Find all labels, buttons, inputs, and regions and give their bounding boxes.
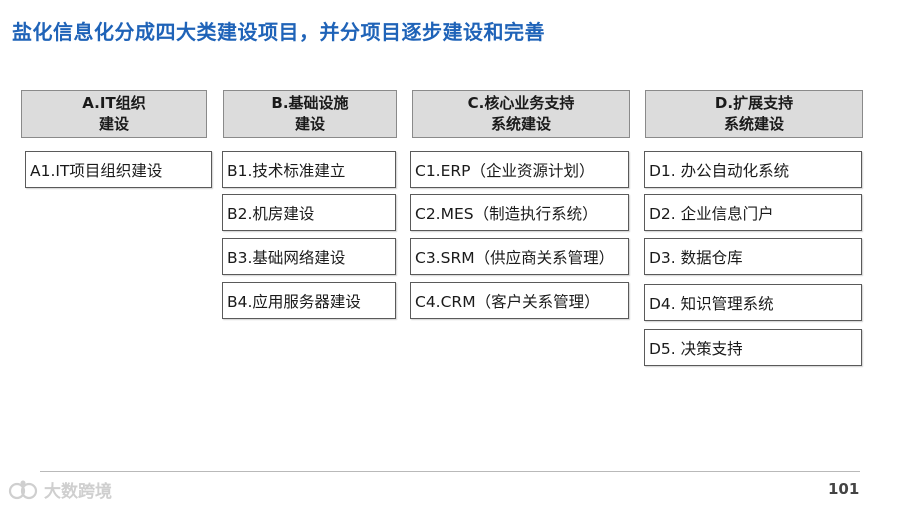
item-d4: D4. 知识管理系统 [644,284,862,321]
item-b4: B4.应用服务器建设 [222,282,396,319]
page-title: 盐化信息化分成四大类建设项目，并分项目逐步建设和完善 [12,20,545,44]
item-a1: A1.IT项目组织建设 [25,151,212,188]
column-header-d: D.扩展支持 系统建设 [645,90,863,138]
watermark-text: 大数跨境 [44,482,112,502]
column-header-b: B.基础设施 建设 [223,90,397,138]
watermark-logo: 大数跨境 [8,477,112,502]
item-d1: D1. 办公自动化系统 [644,151,862,188]
item-d3: D3. 数据仓库 [644,238,862,275]
item-b1: B1.技术标准建立 [222,151,396,188]
brand-logo-icon [8,479,38,501]
item-c3: C3.SRM（供应商关系管理） [410,238,629,275]
item-c2: C2.MES（制造执行系统） [410,194,629,231]
column-header-a: A.IT组织 建设 [21,90,207,138]
page-number: 101 [828,480,860,498]
item-d5: D5. 决策支持 [644,329,862,366]
item-d2: D2. 企业信息门户 [644,194,862,231]
item-c1: C1.ERP（企业资源计划） [410,151,629,188]
item-c4: C4.CRM（客户关系管理） [410,282,629,319]
column-header-c: C.核心业务支持 系统建设 [412,90,630,138]
footer-divider [40,471,860,472]
item-b2: B2.机房建设 [222,194,396,231]
item-b3: B3.基础网络建设 [222,238,396,275]
